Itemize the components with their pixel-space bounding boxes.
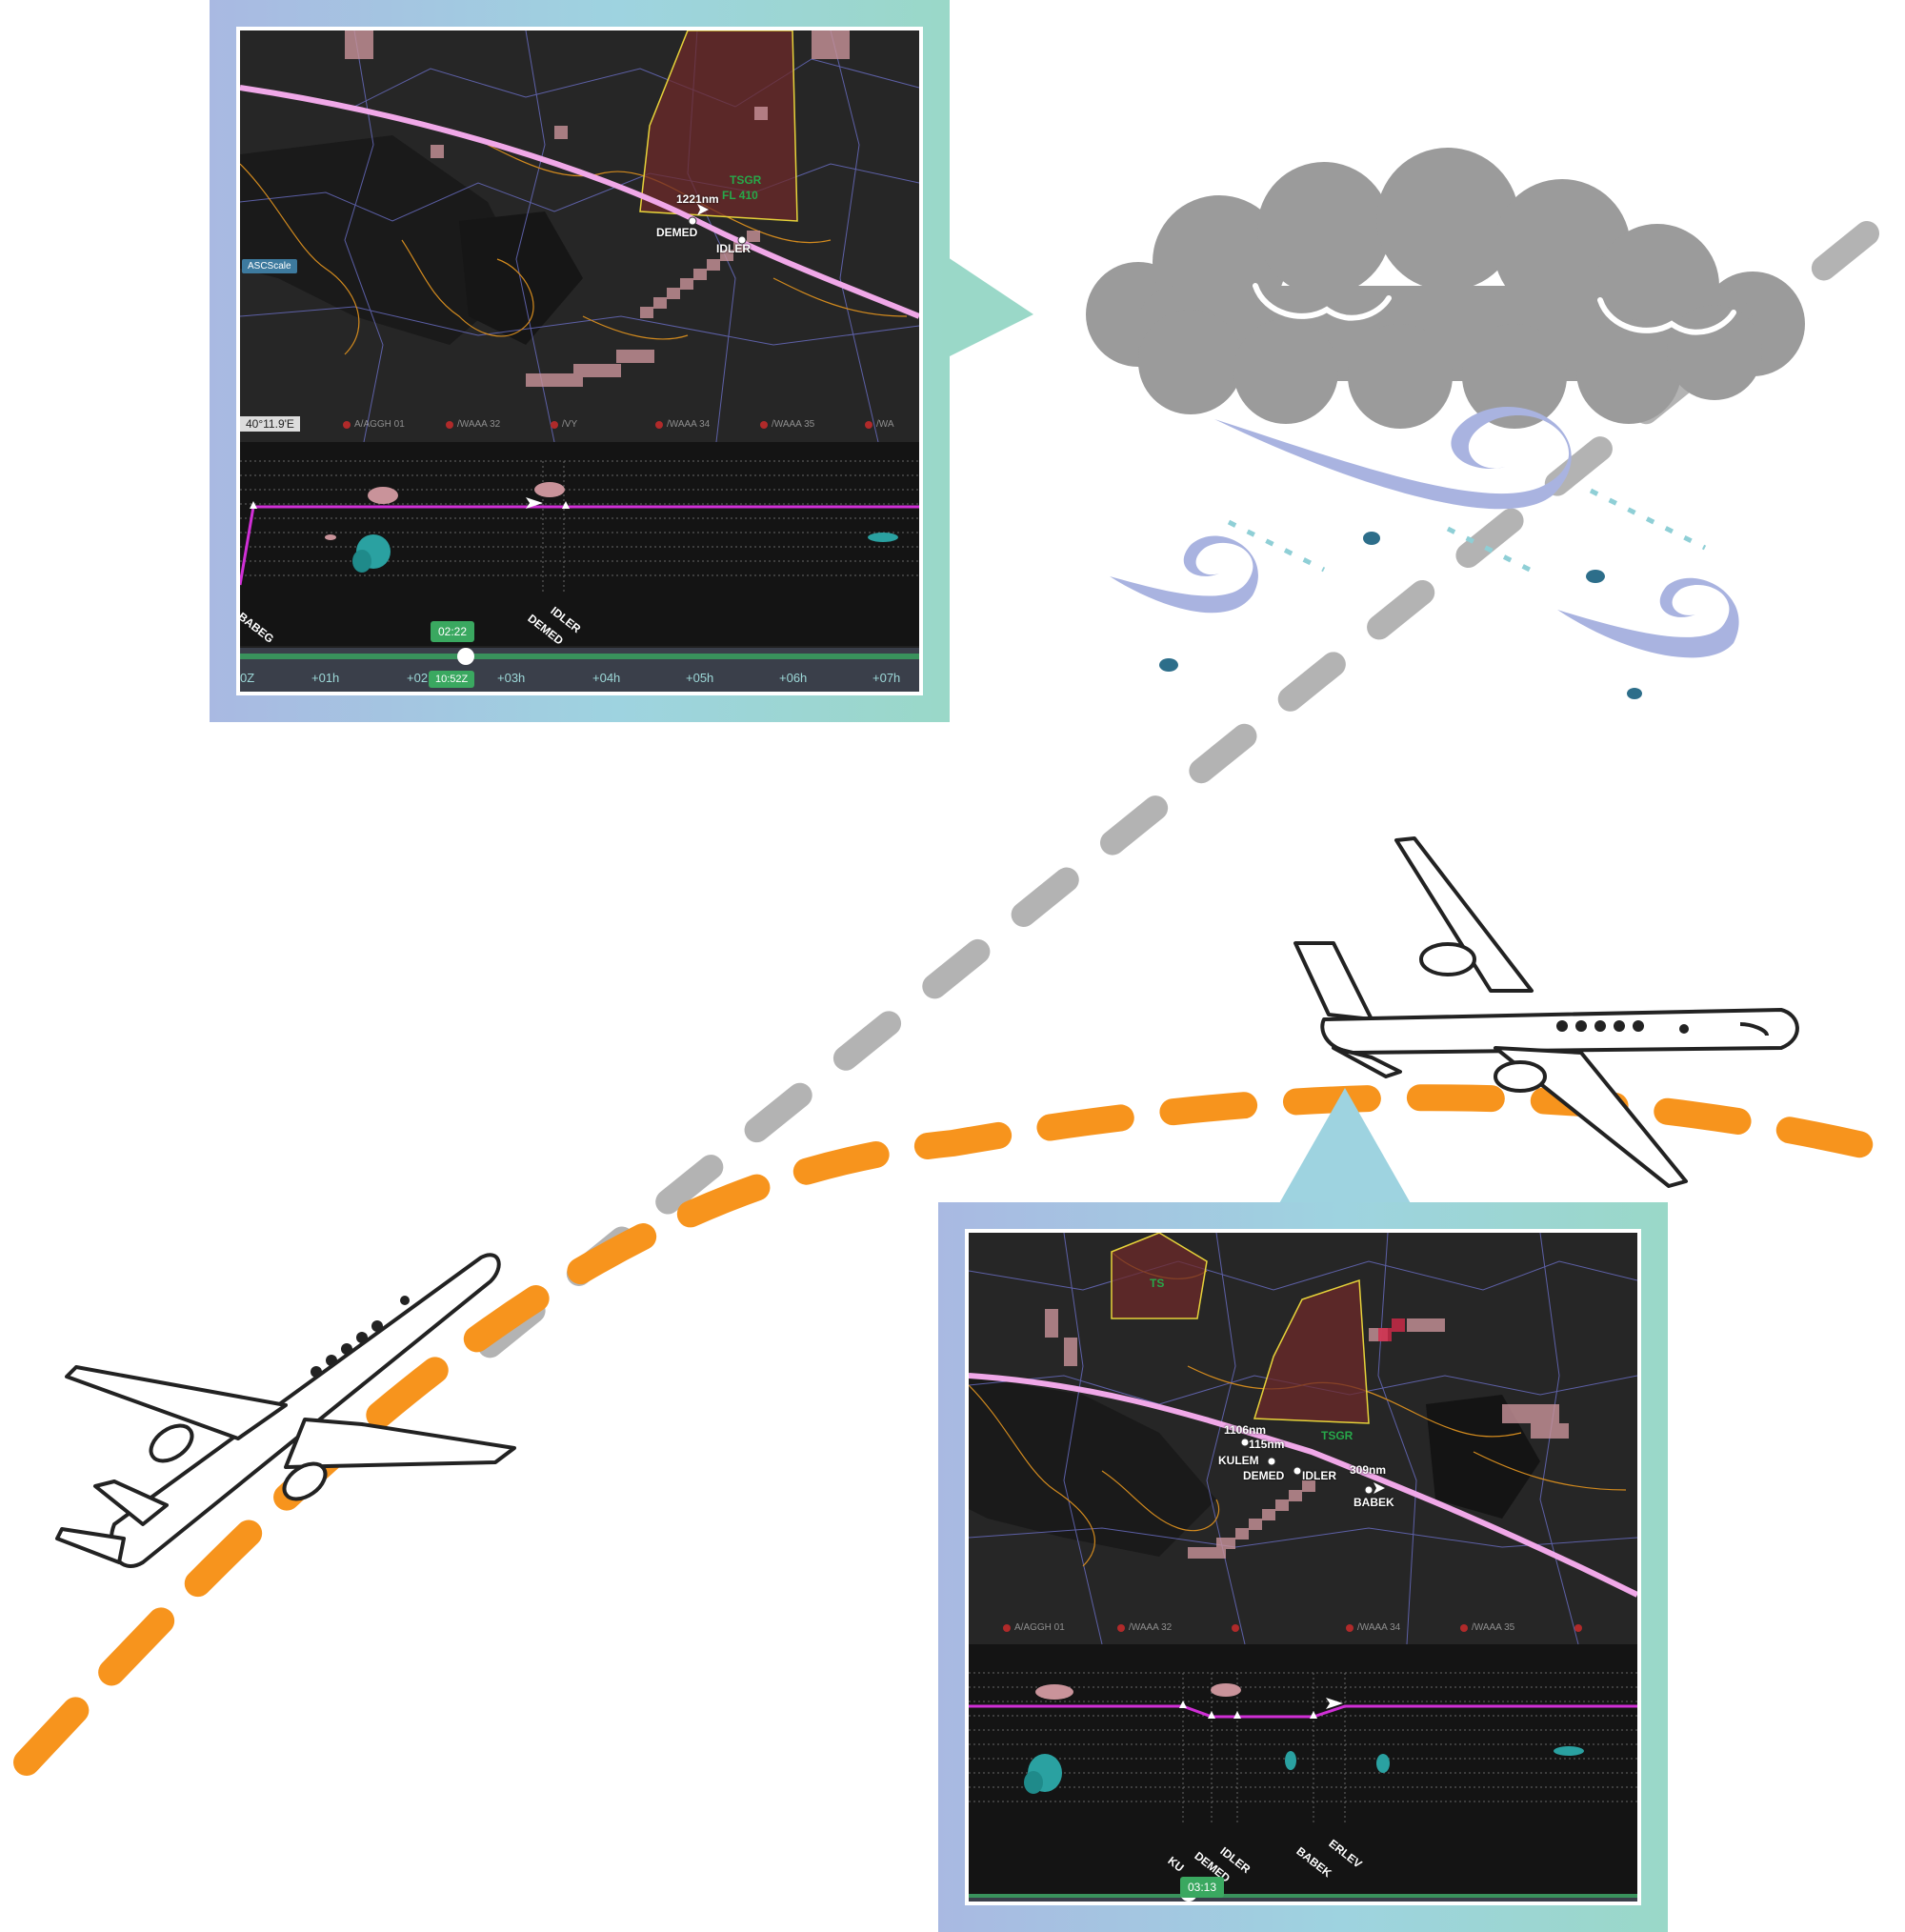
planned-route-line	[240, 85, 919, 319]
route-distance-label: 1106nm	[1224, 1423, 1267, 1437]
bottom-screenshot: 1106nm 115nm 309nm KULEM DEMED IDLER BAB…	[965, 1229, 1641, 1905]
time-tick: 0Z	[240, 671, 255, 685]
timeline-bar-bottom[interactable]	[969, 1884, 1637, 1902]
station-label: /WAAA 32	[457, 419, 501, 430]
waypoint-label-demed: DEMED	[1243, 1469, 1285, 1482]
altitude-profile-line	[969, 1704, 1637, 1719]
airplane-icon-right	[1293, 836, 1799, 1188]
bottom-screenshot-frame: 1106nm 115nm 309nm KULEM DEMED IDLER BAB…	[938, 1202, 1668, 1932]
top-screenshot: 1221nm DEMED IDLER TSGR FL 410 ASCScale …	[236, 27, 923, 695]
waypoint-label-idler: IDLER	[716, 242, 751, 255]
weather-map-bottom[interactable]: 1106nm 115nm 309nm KULEM DEMED IDLER BAB…	[969, 1233, 1637, 1644]
timeline-slider-handle[interactable]	[457, 648, 474, 665]
vertical-profile-top[interactable]: BABEG DEMED IDLER	[240, 442, 919, 648]
rain-icon	[1159, 532, 1642, 699]
planned-route-line	[969, 1373, 1637, 1598]
sigmet-level: FL 410	[722, 189, 758, 202]
cloud-icon	[1086, 148, 1805, 429]
station-label: /WAAA 34	[667, 419, 711, 430]
weather-map-top[interactable]: 1221nm DEMED IDLER TSGR FL 410 ASCScale …	[240, 30, 919, 442]
time-tick: +01h	[311, 671, 340, 685]
flight-map-app-top: 1221nm DEMED IDLER TSGR FL 410 ASCScale …	[240, 30, 919, 692]
wind-icon	[1110, 407, 1739, 658]
time-tick: +03h	[497, 671, 526, 685]
waypoint-label-demed: DEMED	[656, 226, 698, 239]
sigmet-label: TSGR	[730, 173, 762, 187]
bottom-callout-pointer	[1278, 1088, 1412, 1205]
waypoint-label-idler: IDLER	[1302, 1469, 1336, 1482]
station-label: /WAAA 34	[1357, 1622, 1401, 1633]
current-time-pill: 10:52Z	[429, 671, 475, 688]
time-tick: +04h	[592, 671, 621, 685]
station-label: A/AGGH 01	[1014, 1622, 1065, 1633]
time-tick: +06h	[779, 671, 808, 685]
station-label: /VY	[562, 419, 578, 430]
station-label: A/AGGH 01	[354, 419, 405, 430]
coordinate-readout: 40°11.9'E	[240, 416, 300, 432]
waypoint-label-babek: BABEK	[1354, 1496, 1394, 1509]
vertical-profile-bottom[interactable]: KU DEMED IDLER BABEK ERLEV	[969, 1644, 1637, 1902]
station-label: /WAAA 32	[1129, 1622, 1173, 1633]
elapsed-time-pill: 02:22	[431, 621, 475, 642]
station-label: /WAAA 35	[1472, 1622, 1515, 1633]
airplane-icon-left	[55, 1253, 516, 1568]
waypoint-label-kulem: KULEM	[1218, 1454, 1259, 1467]
route-distance-label: 309nm	[1350, 1463, 1387, 1477]
time-tick: +05h	[686, 671, 714, 685]
flight-map-app-bottom: 1106nm 115nm 309nm KULEM DEMED IDLER BAB…	[969, 1233, 1637, 1902]
time-tick: +02	[407, 671, 429, 685]
route-distance-label: 115nm	[1249, 1438, 1285, 1451]
gray-direct-route	[469, 221, 1879, 1365]
sigmet-label-ts: TS	[1150, 1277, 1165, 1290]
sigmet-polygon	[1253, 1278, 1370, 1424]
sigmet-label: TSGR	[1321, 1429, 1354, 1442]
elapsed-time-pill: 03:13	[1180, 1877, 1225, 1898]
time-tick: +07h	[872, 671, 901, 685]
station-label: /WA	[876, 419, 894, 430]
station-label: /WAAA 35	[772, 419, 815, 430]
scale-badge[interactable]: ASCScale	[242, 259, 297, 273]
sigmet-polygon-ts	[1111, 1233, 1208, 1319]
route-distance-label: 1221nm	[676, 192, 719, 206]
timeline-bar-top[interactable]: 0Z +01h +02 +03h +04h +05h +06h +07h	[240, 648, 919, 692]
top-screenshot-frame: 1221nm DEMED IDLER TSGR FL 410 ASCScale …	[210, 0, 950, 722]
top-callout-pointer	[948, 257, 1033, 357]
